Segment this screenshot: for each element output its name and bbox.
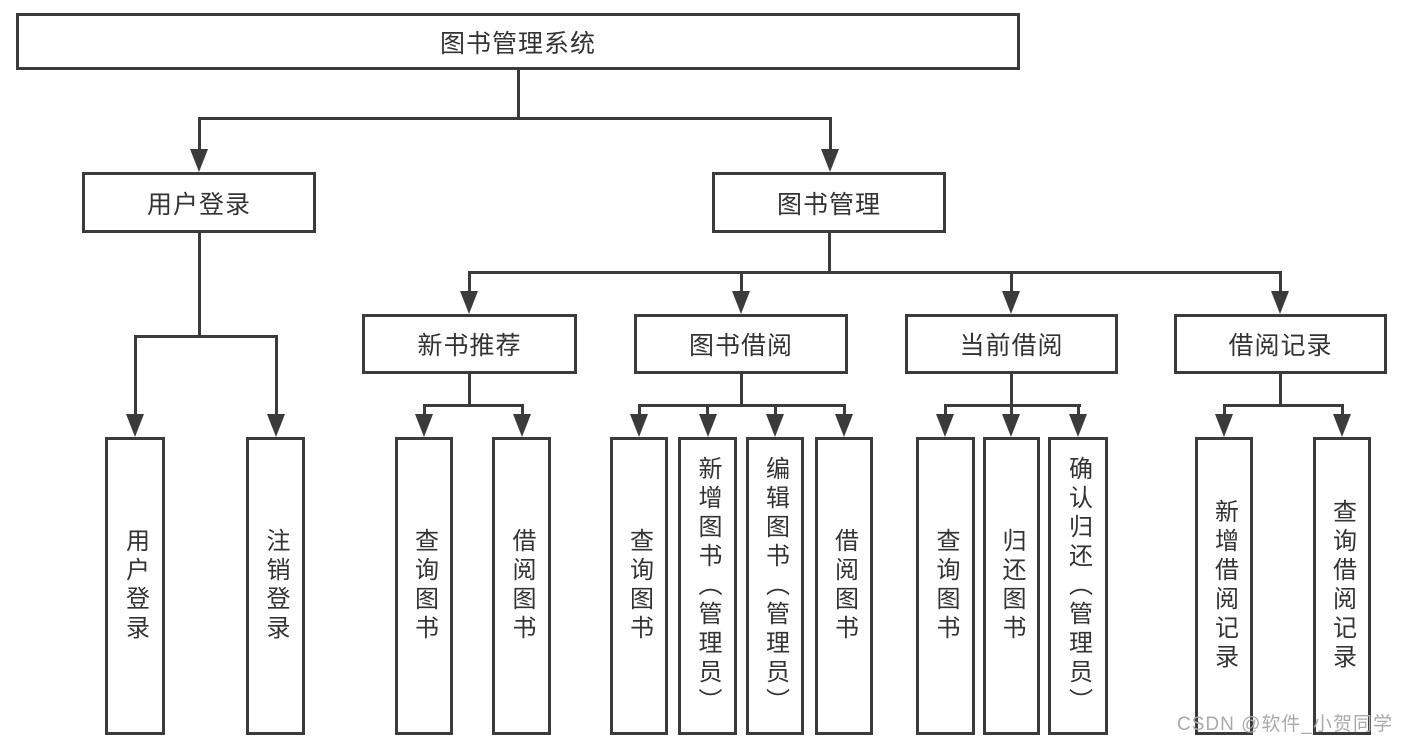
node-leaf-return-books: 归还图书 (983, 437, 1040, 735)
node-leaf-add-books-admin: 新增图书（管理员） (678, 437, 737, 735)
node-label: 借阅记录 (1228, 332, 1333, 360)
node-label: 归还图书 (998, 528, 1025, 644)
connector-line (198, 117, 832, 120)
node-label: 借阅图书 (508, 528, 535, 644)
node-new-book-recommend: 新书推荐 (362, 314, 577, 374)
connector-line (1279, 271, 1282, 296)
connector-line (843, 404, 846, 418)
connector-line (944, 404, 947, 418)
connector-line (517, 70, 520, 120)
connector-line (828, 233, 831, 273)
node-label: 用户登录 (146, 190, 251, 219)
node-label: 图书管理 (776, 190, 881, 219)
node-label: 用户登录 (121, 528, 149, 644)
node-leaf-user-login: 用户登录 (105, 437, 165, 735)
connector-line (829, 117, 832, 153)
connector-line (774, 404, 777, 418)
node-label: 新增借阅记录 (1210, 499, 1238, 673)
node-user-login: 用户登录 (82, 172, 316, 233)
connector-line (468, 271, 1281, 274)
arrow-down-icon (1069, 414, 1087, 437)
node-leaf-add-borrow-record: 新增借阅记录 (1195, 437, 1253, 735)
node-leaf-query-borrow-record: 查询借阅记录 (1313, 437, 1371, 735)
node-leaf-confirm-return-admin: 确认归还（管理员） (1048, 437, 1108, 735)
node-current-borrowing: 当前借阅 (905, 314, 1118, 374)
connector-line (134, 335, 137, 418)
node-leaf-borrow-books-recommend: 借阅图书 (492, 437, 551, 735)
node-book-management: 图书管理 (712, 172, 946, 233)
node-leaf-query-books-borrowing: 查询图书 (610, 437, 668, 735)
arrow-down-icon (821, 149, 839, 172)
node-label: 查询借阅记录 (1328, 499, 1356, 673)
connector-line (423, 404, 426, 418)
node-label: 注销登录 (262, 528, 289, 644)
connector-line (740, 271, 743, 296)
arrow-down-icon (732, 291, 750, 314)
arrow-down-icon (190, 149, 208, 172)
connector-line (468, 374, 471, 407)
connector-line (1223, 404, 1226, 418)
arrow-down-icon (1002, 291, 1020, 314)
node-label: 新增图书（管理员） (694, 455, 721, 717)
node-leaf-borrow-books: 借阅图书 (815, 437, 873, 735)
connector-line (706, 404, 709, 418)
connector-line (740, 374, 743, 407)
arrow-down-icon (513, 414, 531, 437)
arrow-down-icon (766, 414, 784, 437)
arrow-down-icon (835, 414, 853, 437)
node-label: 编辑图书（管理员） (761, 455, 789, 717)
connector-line (638, 404, 846, 407)
connector-line (423, 404, 524, 407)
connector-line (198, 233, 201, 338)
node-leaf-query-books-current: 查询图书 (916, 437, 975, 735)
connector-line (521, 404, 524, 418)
node-label: 查询图书 (410, 528, 438, 644)
node-leaf-edit-books-admin: 编辑图书（管理员） (746, 437, 804, 735)
arrow-down-icon (699, 414, 717, 437)
connector-line (1341, 404, 1344, 418)
watermark-text: CSDN @软件_小贺同学 (1177, 714, 1393, 735)
node-leaf-query-books-recommend: 查询图书 (395, 437, 453, 735)
connector-line (638, 404, 641, 418)
connector-line (1010, 374, 1013, 407)
connector-line (275, 335, 278, 418)
arrow-down-icon (267, 414, 285, 437)
arrow-down-icon (936, 414, 954, 437)
connector-line (1077, 404, 1080, 418)
node-borrowing-records: 借阅记录 (1174, 314, 1387, 374)
node-book-borrowing: 图书借阅 (634, 314, 848, 374)
arrow-down-icon (1271, 291, 1289, 314)
connector-line (1010, 404, 1013, 418)
node-label: 查询图书 (932, 528, 959, 644)
connector-line (134, 335, 278, 338)
arrow-down-icon (1333, 414, 1351, 437)
connector-line (1279, 374, 1282, 407)
node-root: 图书管理系统 (16, 13, 1020, 70)
arrow-down-icon (1215, 414, 1233, 437)
node-label: 查询图书 (625, 528, 653, 644)
arrow-down-icon (415, 414, 433, 437)
node-root-label: 图书管理系统 (439, 29, 596, 58)
arrow-down-icon (630, 414, 648, 437)
connector-line (1223, 404, 1344, 407)
node-label: 借阅图书 (830, 528, 858, 644)
connector-line (198, 117, 201, 153)
node-label: 确认归还（管理员） (1064, 455, 1092, 717)
arrow-down-icon (1002, 414, 1020, 437)
arrow-down-icon (126, 414, 144, 437)
arrow-down-icon (460, 291, 478, 314)
node-label: 图书借阅 (688, 332, 793, 360)
node-leaf-logout: 注销登录 (246, 437, 305, 735)
connector-line (1010, 271, 1013, 296)
connector-line (468, 271, 471, 296)
node-label: 当前借阅 (959, 332, 1064, 360)
node-label: 新书推荐 (417, 332, 522, 360)
